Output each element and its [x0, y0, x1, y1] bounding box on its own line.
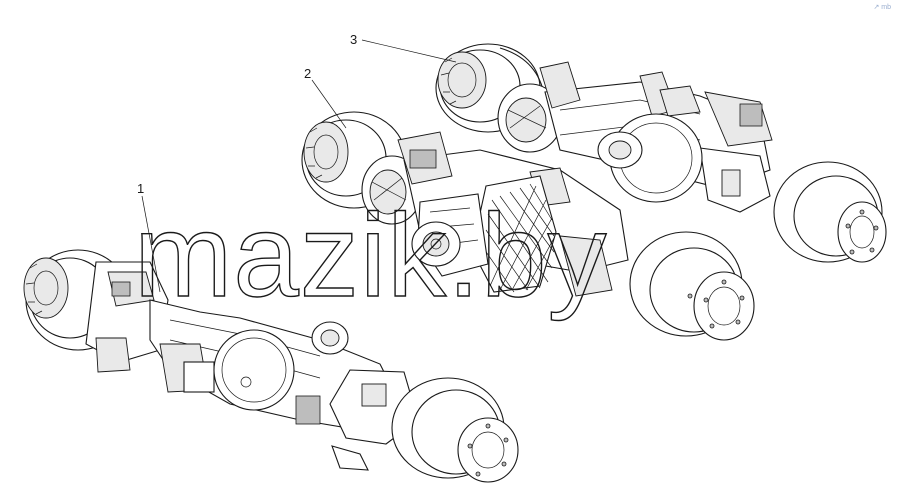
axle-3-input-flange [597, 131, 643, 169]
axle-1-right-wheel-hub [391, 377, 519, 483]
callout-1-label: 1 [137, 181, 144, 196]
axle-3 [435, 43, 887, 263]
axle-2-right-wheel-hub [629, 231, 755, 341]
watermark-text: mazik.by [134, 190, 608, 322]
callout-2: 2 [304, 66, 347, 129]
axle-2 [301, 111, 755, 341]
axle-1 [23, 249, 519, 483]
callout-1-leader [141, 195, 161, 293]
axle-2-input-flange [411, 221, 461, 267]
callout-3-leader [361, 39, 457, 63]
axle-1-input-flange [311, 321, 349, 355]
axle-3-right-wheel-hub [773, 161, 887, 263]
axle-3-left-brake [497, 83, 563, 153]
callout-2-label: 2 [304, 66, 311, 81]
callout-3-label: 3 [350, 32, 357, 47]
axle-1-steering-knuckle [85, 261, 169, 373]
corner-logo-mark: ↗ mb [873, 4, 891, 11]
callout-3: 3 [350, 32, 457, 63]
callout-2-leader [311, 79, 347, 129]
axle-1-differential-cover [213, 329, 295, 411]
callout-1: 1 [137, 181, 161, 293]
